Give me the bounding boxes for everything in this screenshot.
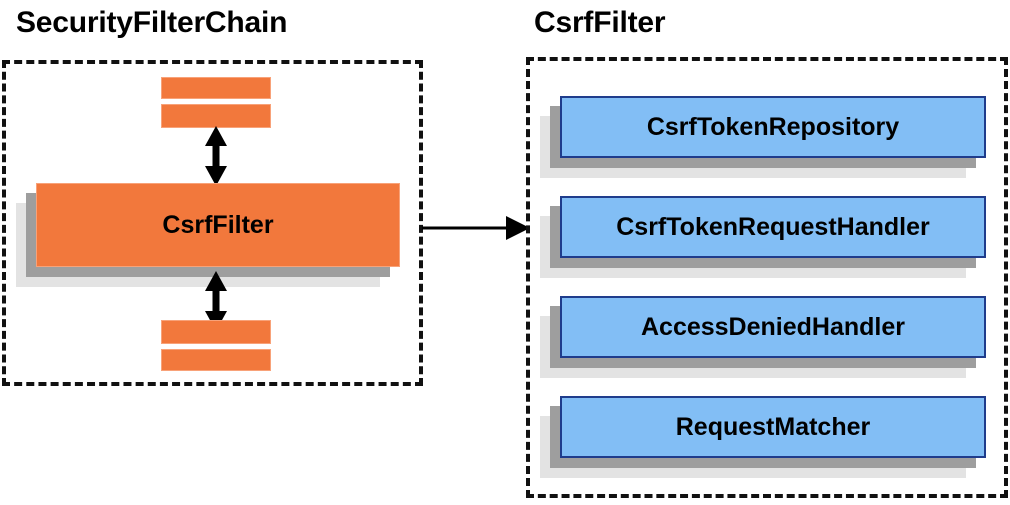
node-accessdeniedhandler[interactable]: AccessDeniedHandler xyxy=(560,296,986,358)
stub-bar-bottom-upper xyxy=(161,320,271,344)
node-csrffilter-label: CsrfFilter xyxy=(162,210,274,239)
right-panel-title: CsrfFilter xyxy=(534,6,666,39)
node-csrftokenrepository-label: CsrfTokenRepository xyxy=(646,112,900,141)
node-requestmatcher-label: RequestMatcher xyxy=(675,412,871,441)
stub-bar-top-upper xyxy=(161,77,271,99)
csrffilter-detail-panel xyxy=(526,57,1008,498)
node-csrftokenrequesthandler-label: CsrfTokenRequestHandler xyxy=(616,212,930,241)
stub-bar-bottom-lower xyxy=(161,349,271,371)
node-requestmatcher[interactable]: RequestMatcher xyxy=(560,396,986,458)
node-csrftokenrepository[interactable]: CsrfTokenRepository xyxy=(560,96,986,158)
node-accessdeniedhandler-label: AccessDeniedHandler xyxy=(640,312,905,341)
security-filter-chain-panel xyxy=(2,60,423,386)
node-csrffilter[interactable]: CsrfFilter xyxy=(36,183,400,267)
left-panel-title: SecurityFilterChain xyxy=(16,6,288,39)
arrow-left-panel-to-right-panel xyxy=(422,216,530,240)
node-csrftokenrequesthandler[interactable]: CsrfTokenRequestHandler xyxy=(560,196,986,258)
stub-bar-top-lower xyxy=(161,104,271,128)
